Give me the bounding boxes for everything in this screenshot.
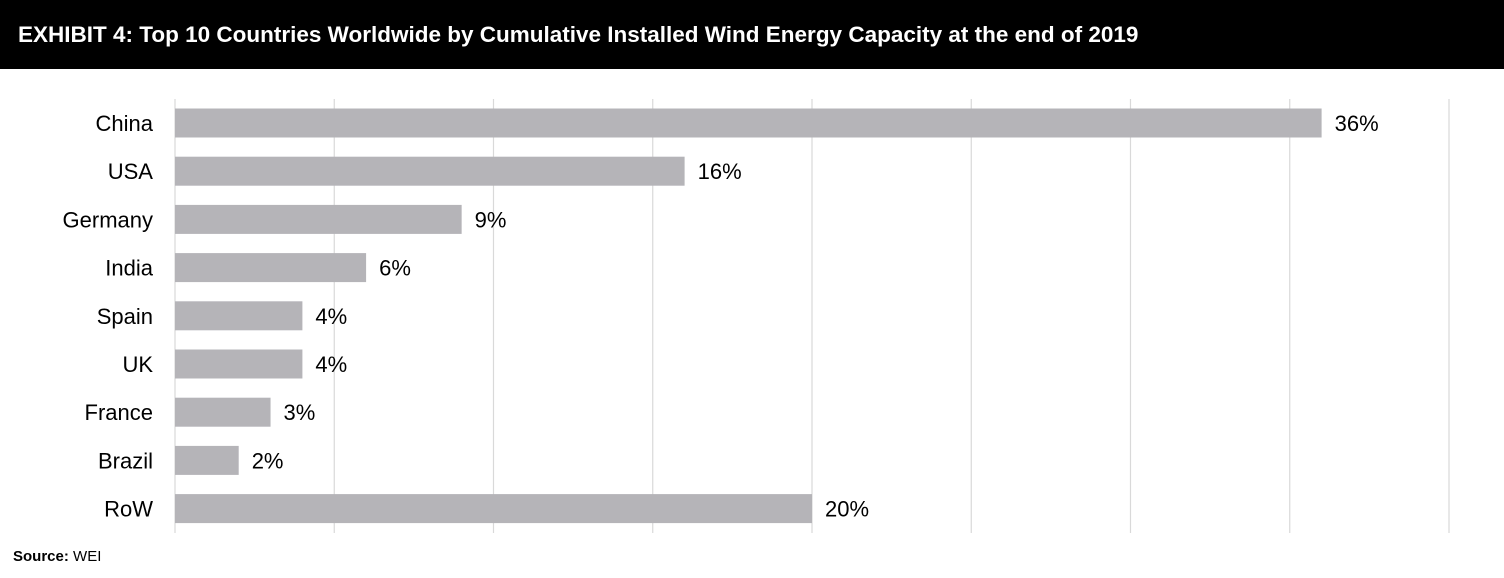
category-label: India	[105, 256, 153, 281]
data-label: 16%	[698, 159, 742, 184]
source-value: WEI	[73, 548, 102, 565]
bar-france	[175, 397, 271, 427]
category-label: China	[96, 111, 154, 136]
category-label: Spain	[97, 304, 153, 329]
data-label: 6%	[379, 256, 411, 281]
data-label: 3%	[284, 400, 316, 425]
data-label: 20%	[825, 497, 869, 522]
data-label: 36%	[1335, 111, 1379, 136]
source-note: Source: WEI	[13, 548, 101, 565]
data-label: 2%	[252, 448, 284, 473]
category-label: Germany	[63, 207, 153, 232]
gridlines	[174, 99, 1450, 533]
category-label: USA	[108, 159, 154, 184]
bar-germany	[175, 204, 462, 234]
category-label: UK	[122, 352, 153, 377]
bar-china	[175, 108, 1322, 138]
bar-brazil	[175, 445, 239, 475]
category-label: Brazil	[98, 448, 153, 473]
chart-title: EXHIBIT 4: Top 10 Countries Worldwide by…	[18, 22, 1139, 47]
bar-india	[175, 253, 367, 283]
labels: China 36% USA 16% Germany 9% India 6% Spain 4% UK 4…	[63, 111, 1379, 522]
bars	[175, 108, 1322, 524]
data-label: 9%	[475, 207, 507, 232]
category-label: RoW	[104, 497, 153, 522]
source-label: Source:	[13, 548, 69, 565]
bar-spain	[175, 301, 303, 331]
bar-row	[175, 494, 812, 524]
data-label: 4%	[315, 304, 347, 329]
bar-uk	[175, 349, 303, 379]
category-label: France	[85, 400, 153, 425]
bar-usa	[175, 156, 685, 186]
data-label: 4%	[315, 352, 347, 377]
title-bar: EXHIBIT 4: Top 10 Countries Worldwide by…	[0, 0, 1504, 69]
